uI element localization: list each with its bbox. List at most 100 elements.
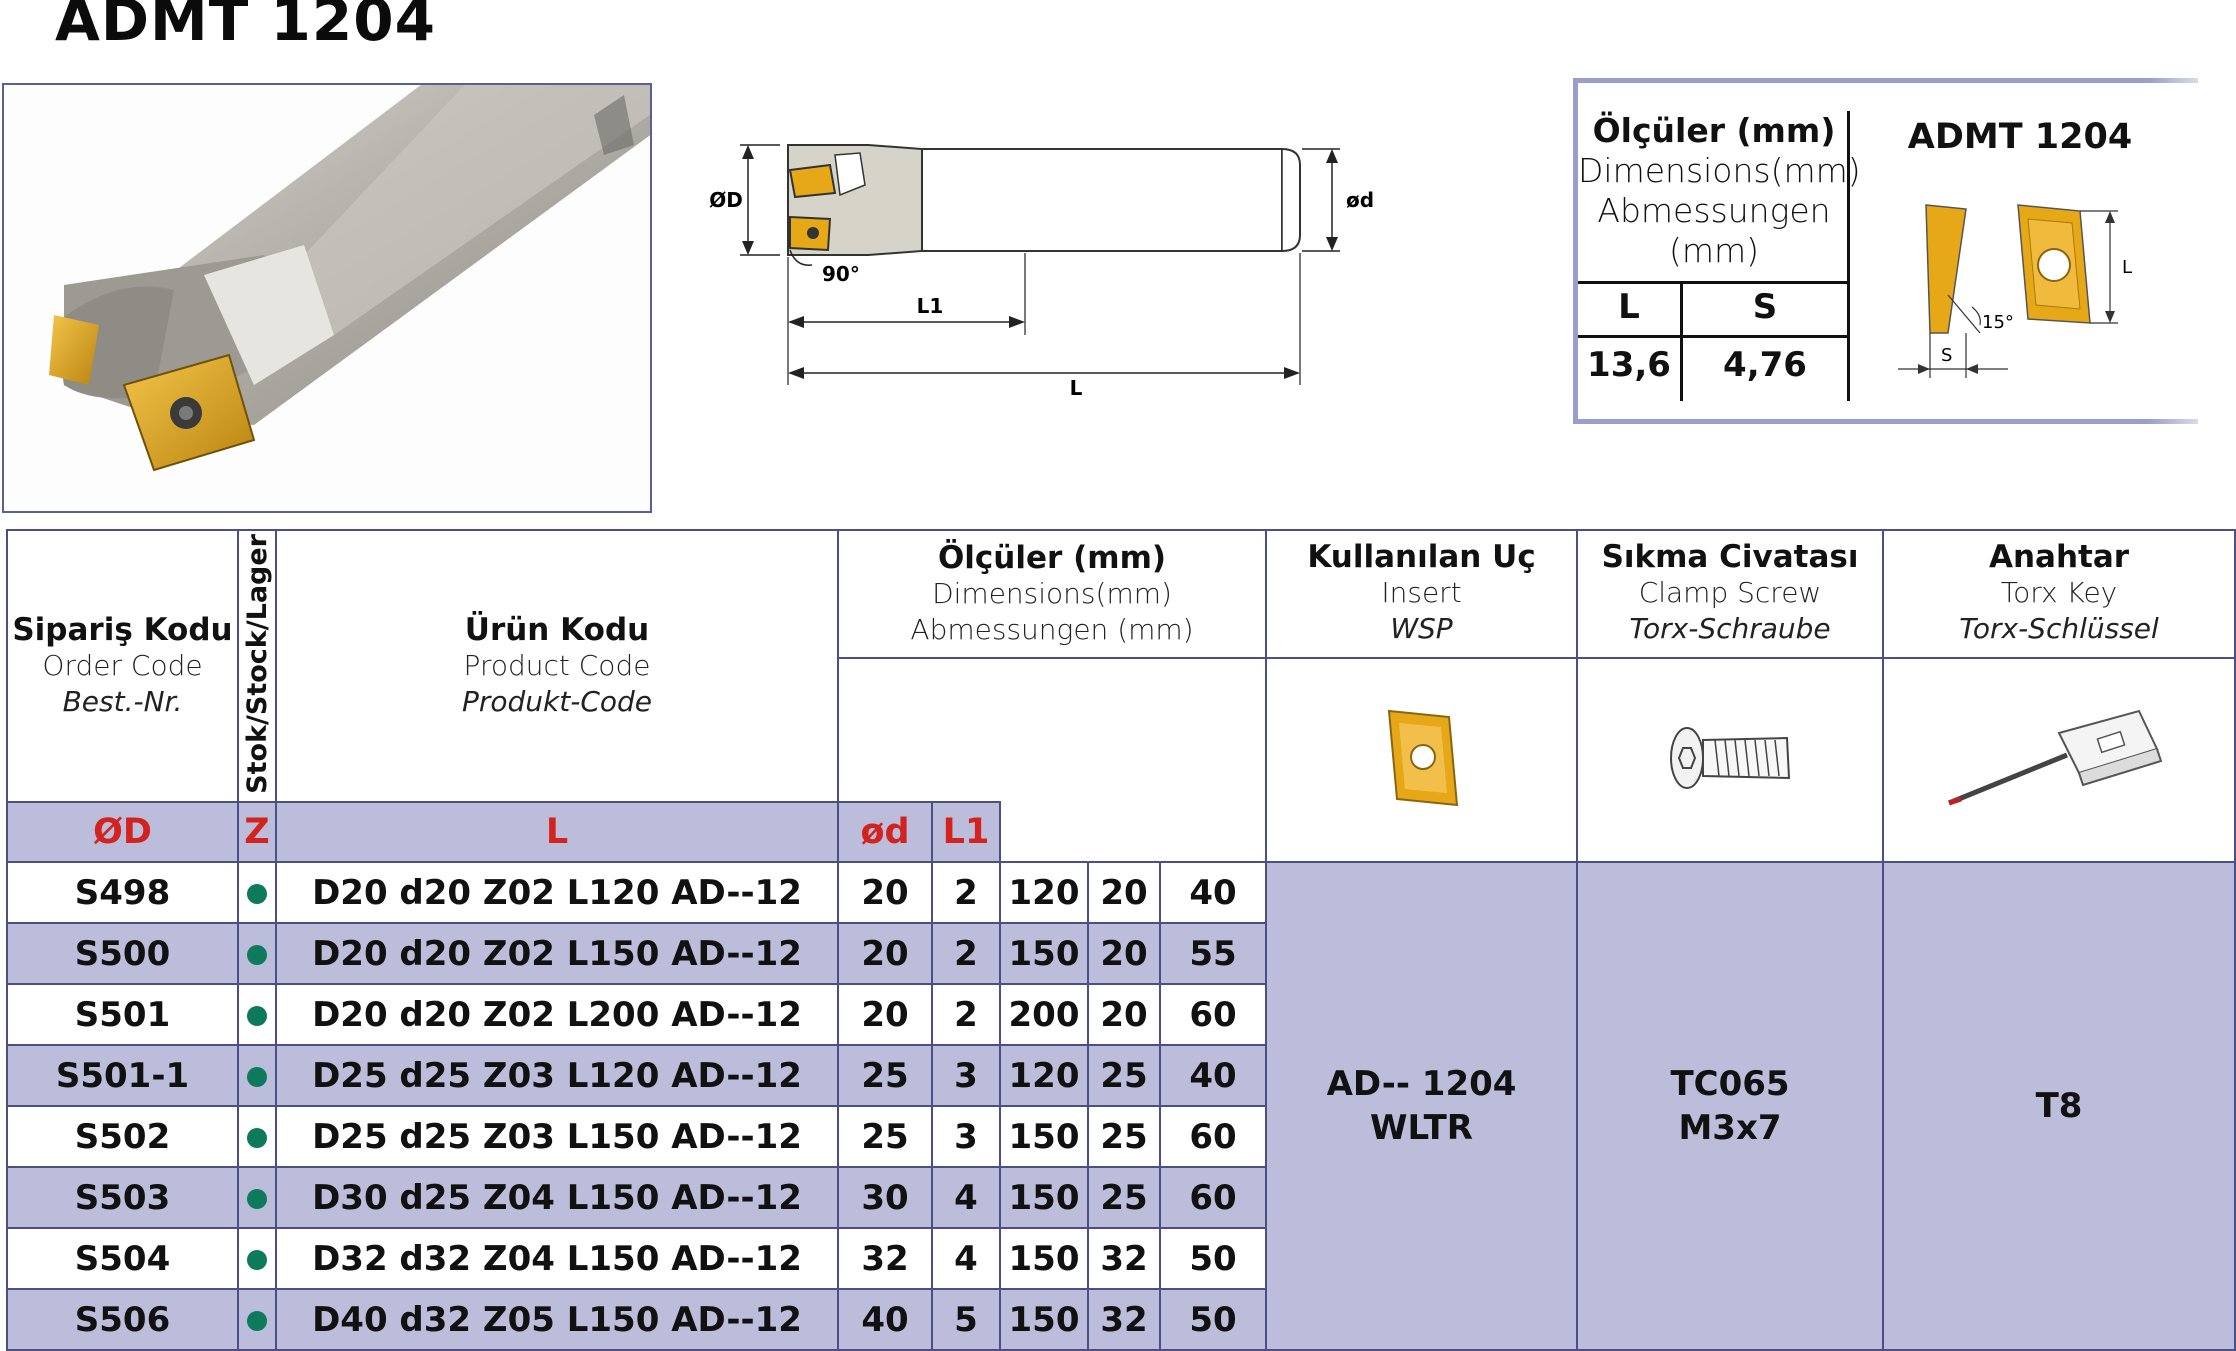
col-L: L	[275, 801, 839, 863]
stock-cell	[237, 1166, 277, 1229]
dim-d-cell: 20	[1087, 922, 1161, 985]
dim-L1-cell: 60	[1158, 983, 1268, 1046]
order-code-cell: S498	[6, 861, 239, 924]
dim-d-cell: 20	[1087, 983, 1161, 1046]
insert-icon	[1387, 709, 1458, 807]
dim-L1-cell: 40	[1158, 1044, 1268, 1107]
product-code-cell: D20 d20 Z02 L200 AD--12	[275, 983, 839, 1046]
header-dimensions: Ölçüler (mm) Dimensions(mm) Abmessungen …	[836, 529, 1268, 659]
insert-dimensions-panel: Ölçüler (mm) Dimensions(mm) Abmessungen …	[1573, 78, 2228, 424]
stock-available-icon	[247, 944, 267, 965]
panel-col-S: S	[1752, 287, 1778, 327]
panel-col-L: L	[1618, 287, 1640, 327]
dim-L-cell: 120	[999, 1044, 1089, 1107]
dim-L-cell: 200	[999, 983, 1089, 1046]
panel-dims-de1: Abmessungen	[1597, 191, 1831, 230]
key-tr: Anahtar	[1988, 539, 2130, 575]
dim-L-cell: 150	[999, 1105, 1089, 1168]
panel-cell-divider	[1680, 281, 1683, 401]
key-en: Torx Key	[2000, 576, 2118, 609]
stock-cell	[237, 1227, 277, 1290]
order-code-cell: S501	[6, 983, 239, 1046]
dim-D-cell: 30	[837, 1166, 933, 1229]
stock-available-icon	[247, 883, 267, 904]
stock-cell	[237, 983, 277, 1046]
stock-cell	[237, 1105, 277, 1168]
col-d: ød	[837, 801, 933, 863]
torx-key-icon	[1948, 709, 2163, 806]
col-L1: L1	[931, 801, 1001, 863]
product-de: Produkt-Code	[461, 685, 653, 718]
panel-rule	[1578, 335, 1850, 338]
panel-fade	[2148, 78, 2228, 424]
end-mill-image	[4, 85, 650, 511]
stock-available-icon	[247, 1188, 267, 1209]
order-code-cell: S500	[6, 922, 239, 985]
insert-de: WSP	[1390, 612, 1453, 645]
header-insert: Kullanılan Uç Insert WSP	[1265, 529, 1579, 659]
panel-dims-de2: (mm)	[1668, 231, 1760, 270]
insert-S-label: S	[1941, 345, 1952, 366]
header-torx-key: Anahtar Torx Key Torx-Schlüssel	[1882, 529, 2236, 659]
panel-val-L: 13,6	[1587, 345, 1671, 385]
panel-val-S: 4,76	[1723, 345, 1807, 385]
order-code-cell: S506	[6, 1288, 239, 1351]
insert-value-line2: WLTR	[1370, 1108, 1473, 1148]
dim-D-cell: 25	[837, 1044, 933, 1107]
screw-value-line2: M3x7	[1678, 1108, 1782, 1148]
stock-label: Stok/Stock/Lager	[241, 534, 273, 794]
stock-cell	[237, 1288, 277, 1351]
screw-en: Clamp Screw	[1638, 576, 1822, 609]
dim-L1-cell: 50	[1158, 1288, 1268, 1351]
dim-Z-cell: 3	[931, 1044, 1001, 1107]
product-code-cell: D40 d32 Z05 L150 AD--12	[275, 1288, 839, 1351]
product-code-cell: D20 d20 Z02 L150 AD--12	[275, 922, 839, 985]
screw-value-line1: TC065	[1670, 1064, 1790, 1104]
dim-L1-cell: 55	[1158, 922, 1268, 985]
dims-en: Dimensions(mm)	[932, 577, 1172, 610]
stock-available-icon	[247, 1310, 267, 1331]
panel-dims-tr: Ölçüler (mm)	[1592, 111, 1836, 150]
stock-available-icon	[247, 1127, 267, 1148]
dim-Z-cell: 4	[931, 1166, 1001, 1229]
stock-cell	[237, 861, 277, 924]
dim-d-label: ød	[1346, 188, 1374, 212]
order-en: Order Code	[42, 649, 203, 682]
dim-L1-cell: 40	[1158, 861, 1268, 924]
screw-tr: Sıkma Civatası	[1601, 539, 1859, 575]
key-value-cell: T8	[1882, 861, 2236, 1351]
header-stock: Stok/Stock/Lager	[237, 529, 277, 803]
stock-available-icon	[247, 1249, 267, 1270]
panel-divider	[1847, 111, 1850, 401]
insert-value-line1: AD-- 1204	[1326, 1064, 1517, 1104]
dim-D-cell: 25	[837, 1105, 933, 1168]
order-tr: Sipariş Kodu	[12, 612, 233, 648]
dim-Z-cell: 2	[931, 861, 1001, 924]
dim-L1-cell: 50	[1158, 1227, 1268, 1290]
dim-d-cell: 32	[1087, 1227, 1161, 1290]
product-en: Product Code	[463, 649, 651, 682]
panel-dims-en: Dimensions(mm)	[1578, 151, 1861, 190]
dim-L-cell: 150	[999, 1288, 1089, 1351]
product-code-cell: D30 d25 Z04 L150 AD--12	[275, 1166, 839, 1229]
dim-d-cell: 25	[1087, 1044, 1161, 1107]
dim-L-label: L	[1070, 376, 1083, 400]
dim-D-cell: 32	[837, 1227, 933, 1290]
header-clamp-screw: Sıkma Civatası Clamp Screw Torx-Schraube	[1576, 529, 1885, 659]
panel-rule	[1578, 281, 1850, 284]
dim-d-cell: 25	[1087, 1166, 1161, 1229]
product-code-cell: D20 d20 Z02 L120 AD--12	[275, 861, 839, 924]
insert-image-cell	[1265, 657, 1579, 863]
dim-D-cell: 20	[837, 983, 933, 1046]
tool-drawing: ØD ød 90° L1 L	[700, 125, 1460, 415]
stock-available-icon	[247, 1066, 267, 1087]
insert-angle-label: 15°	[1982, 312, 2014, 333]
